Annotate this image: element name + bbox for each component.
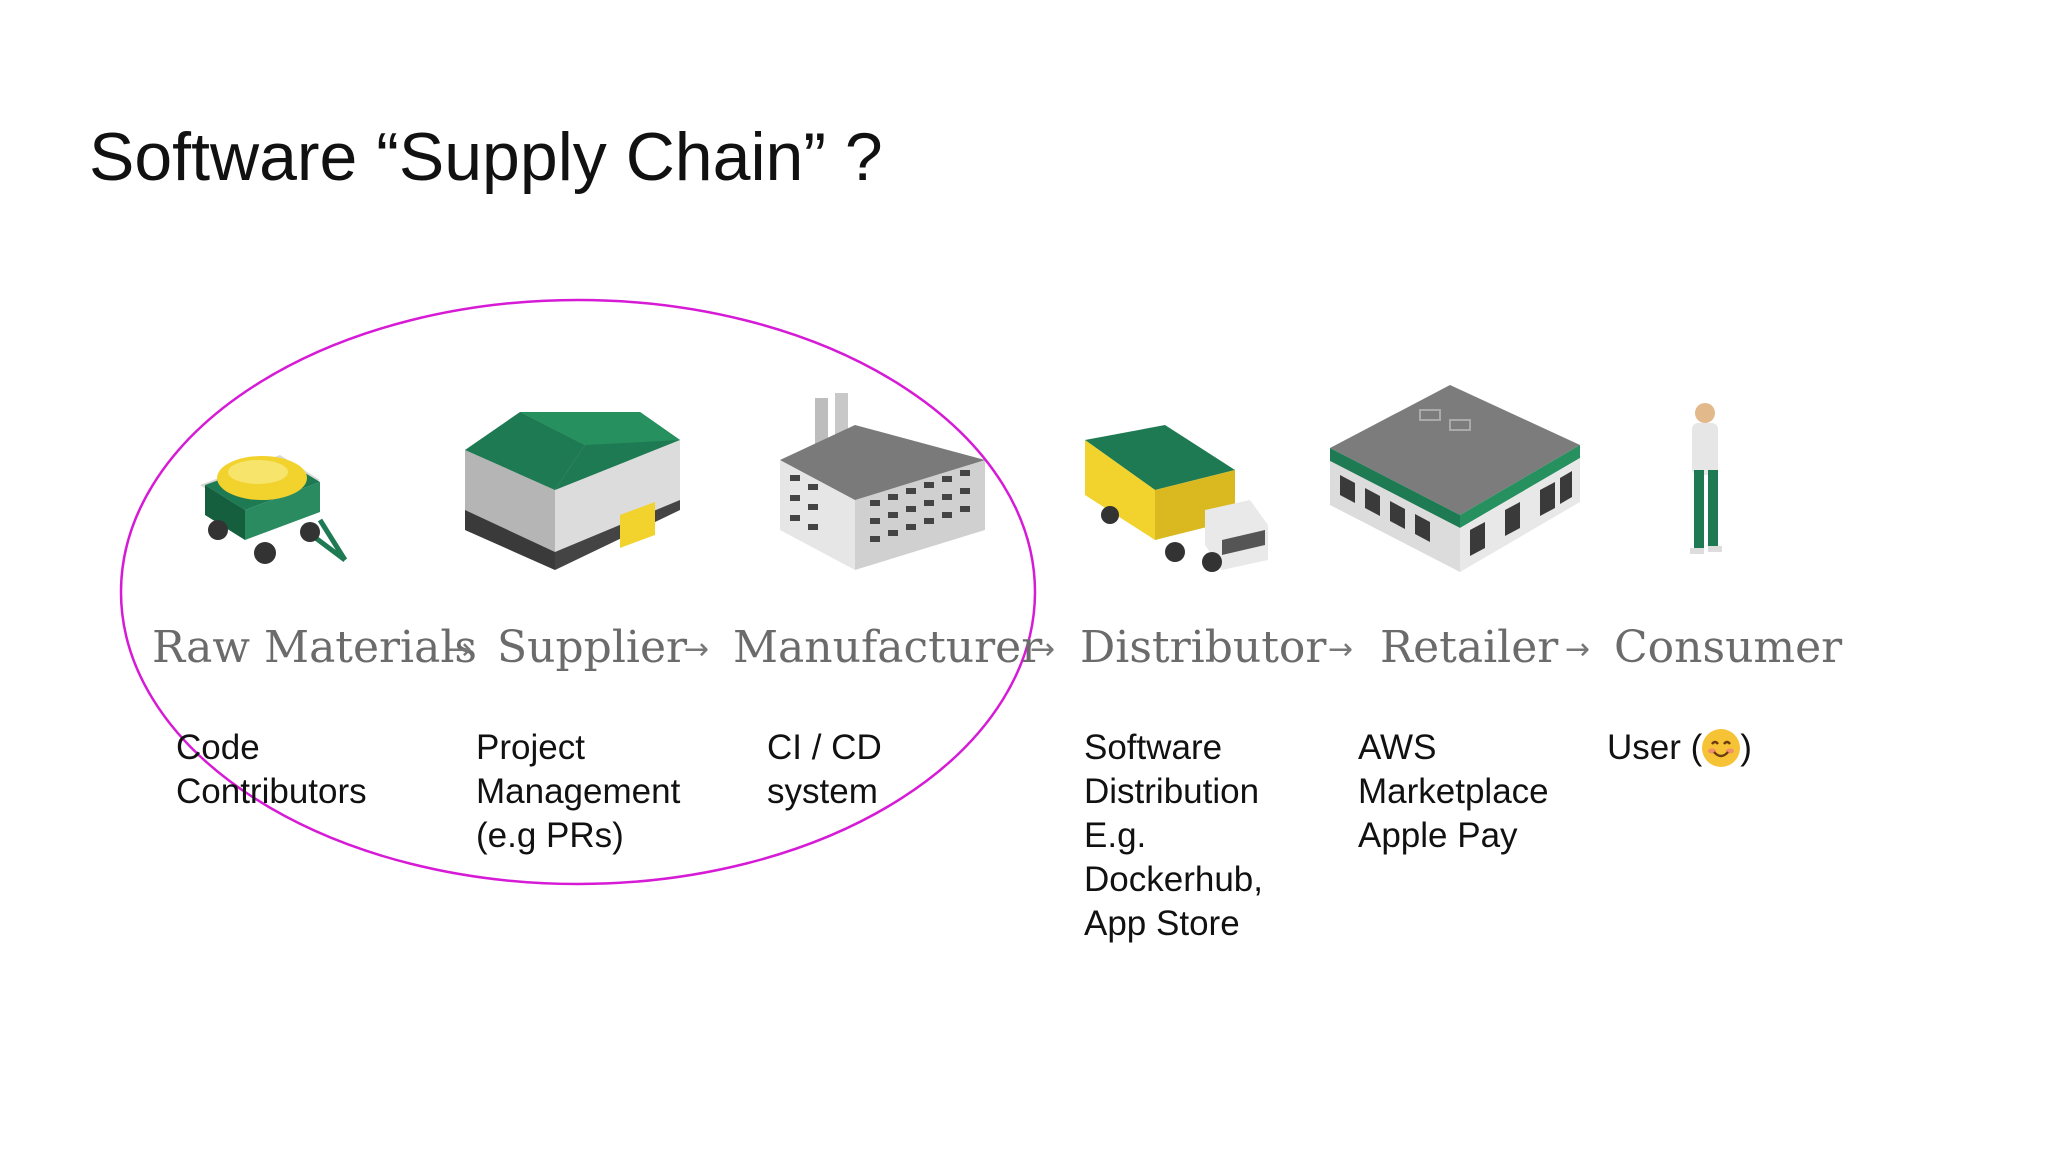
desc-line: Contributors xyxy=(176,772,367,811)
arrow-icon: → xyxy=(1565,632,1591,667)
desc-line: Apple Pay xyxy=(1358,816,1518,855)
desc-line: Management xyxy=(476,772,681,811)
arrow-icon: → xyxy=(447,632,473,667)
arrow-icon: → xyxy=(1030,632,1056,667)
stage-label-supplier: Supplier xyxy=(497,622,688,673)
warehouse-icon xyxy=(465,412,680,570)
smiling-face-icon xyxy=(1702,729,1741,767)
stage-label-retailer: Retailer xyxy=(1380,622,1559,673)
desc-distributor: Software Distribution E.g. Dockerhub, Ap… xyxy=(1084,726,1263,946)
desc-raw-materials: Code Contributors xyxy=(176,726,367,814)
stage-label-distributor: Distributor xyxy=(1080,622,1327,673)
trailer-icon xyxy=(200,455,348,564)
stage-label-manufacturer: Manufacturer xyxy=(733,622,1043,673)
desc-line: Software xyxy=(1084,728,1223,767)
arrow-icon: → xyxy=(684,632,710,667)
desc-line: (e.g PRs) xyxy=(476,816,624,855)
stage-label-consumer: Consumer xyxy=(1614,622,1843,673)
desc-line: App Store xyxy=(1084,904,1240,943)
desc-text: ) xyxy=(1740,728,1752,767)
desc-line: Distribution xyxy=(1084,772,1260,811)
desc-retailer: AWS Marketplace Apple Pay xyxy=(1358,726,1549,858)
desc-text: User ( xyxy=(1607,728,1703,767)
desc-line: Marketplace xyxy=(1358,772,1549,811)
truck-icon xyxy=(1085,425,1268,572)
desc-line: User () xyxy=(1607,726,1752,770)
desc-line: Project xyxy=(476,728,585,767)
desc-manufacturer: CI / CD system xyxy=(767,726,882,814)
store-icon xyxy=(1330,385,1580,572)
desc-line: system xyxy=(767,772,878,811)
desc-supplier: Project Management (e.g PRs) xyxy=(476,726,680,858)
arrow-icon: → xyxy=(1328,632,1354,667)
desc-line: Dockerhub, xyxy=(1084,860,1263,899)
desc-line: CI / CD xyxy=(767,728,882,767)
person-icon xyxy=(1690,403,1722,554)
factory-icon xyxy=(780,393,985,570)
desc-consumer: User () xyxy=(1607,726,1752,770)
slide-title: Software “Supply Chain” ? xyxy=(89,119,883,195)
stage-label-raw-materials: Raw Materials xyxy=(152,622,478,673)
desc-line: E.g. xyxy=(1084,816,1147,855)
desc-line: AWS xyxy=(1358,728,1437,767)
desc-line: Code xyxy=(176,728,260,767)
